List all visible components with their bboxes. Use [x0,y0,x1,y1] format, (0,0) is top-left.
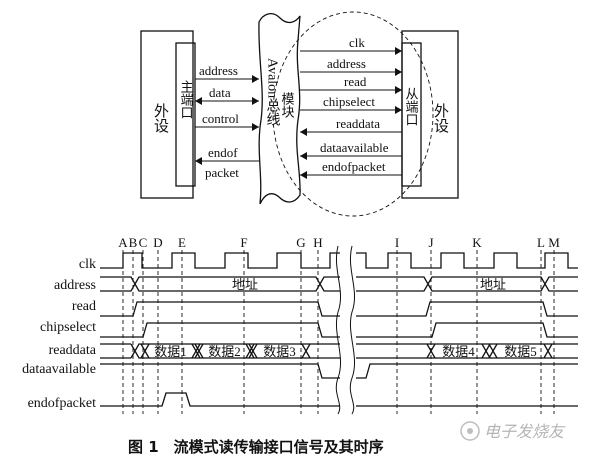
marker-F: F [240,235,247,250]
read-waveform [100,301,578,317]
marker-K: K [472,235,482,250]
time-break [335,245,356,415]
readdata-value-1: 数据1 [154,344,187,359]
left-signals: address data control endof packet [195,63,259,180]
master-port-label: 主端口 [179,80,194,119]
slave-port-box [401,42,422,187]
signal-name-endofpacket: endofpacket [28,396,97,411]
left-signal-control: control [202,111,239,126]
slave-port-label: 从端口 [404,87,419,126]
right-signal-read: read [344,74,367,89]
address-waveform [100,276,578,292]
readdata-value-3: 数据3 [263,344,296,359]
marker-D: D [153,235,162,250]
left-signal-packet: packet [205,165,239,180]
clk-waveform [100,252,578,269]
bus-module-label: 模块 [280,92,295,119]
avalon-bus-shape [258,12,301,205]
endofpacket-waveform [100,392,578,407]
master-port-box [175,42,196,187]
left-peripheral-label: 外设 [152,103,169,133]
marker-E: E [178,235,186,250]
left-peripheral-box [140,30,194,199]
right-signal-chipselect: chipselect [323,94,375,109]
figure-caption: 图 1 流模式读传输接口信号及其时序 [128,438,384,456]
readdata-value-2: 数据2 [208,344,241,359]
right-signal-readdata: readdata [336,116,380,131]
signal-name-chipselect: chipselect [40,320,96,335]
dashed-highlight [272,11,434,217]
marker-L: L [537,235,545,250]
left-signal-endof: endof [208,145,238,160]
watermark-text: 电子发烧友 [484,422,566,441]
marker-A: A [118,235,128,250]
readdata-value-5: 数据5 [504,344,537,359]
marker-H: H [313,235,322,250]
right-signal-endofpacket: endofpacket [322,159,386,174]
right-signals: clk address read chipselect readdata dataavai… [300,35,402,179]
address-value-2: 地址 [480,277,506,292]
signal-name-read: read [72,299,96,314]
block-diagram: 外设 主端口 Avalon总线 模块 外设 从端口 address data c… [140,11,459,217]
signal-name-clk: clk [79,257,96,272]
watermark-logo: 电子发烧友 [460,421,566,441]
marker-dashed-lines [122,250,555,414]
marker-C: C [139,235,148,250]
dataavailable-waveform [100,363,578,379]
signal-names: clk address read chipselect readdata dataavai… [22,257,97,411]
bus-label: Avalon总线 [265,58,281,126]
signal-name-dataavailable: dataavailable [22,362,96,377]
marker-J: J [428,235,433,250]
chipselect-waveform [100,322,578,338]
left-signal-address: address [199,63,238,78]
right-signal-dataavailable: dataavailable [320,140,389,155]
right-signal-clk: clk [349,35,365,50]
address-value-1: 地址 [232,277,258,292]
marker-M: M [548,235,560,250]
marker-B: B [129,235,138,250]
marker-I: I [395,235,399,250]
signal-name-readdata: readdata [49,343,97,358]
right-peripheral-label: 外设 [432,103,449,133]
readdata-waveform: 数据1 数据2 数据3 数据4 数据5 [100,343,578,359]
left-signal-data: data [209,85,231,100]
readdata-value-4: 数据4 [442,344,475,359]
marker-G: G [296,235,305,250]
signal-name-address: address [54,278,96,293]
right-signal-address: address [327,56,366,71]
